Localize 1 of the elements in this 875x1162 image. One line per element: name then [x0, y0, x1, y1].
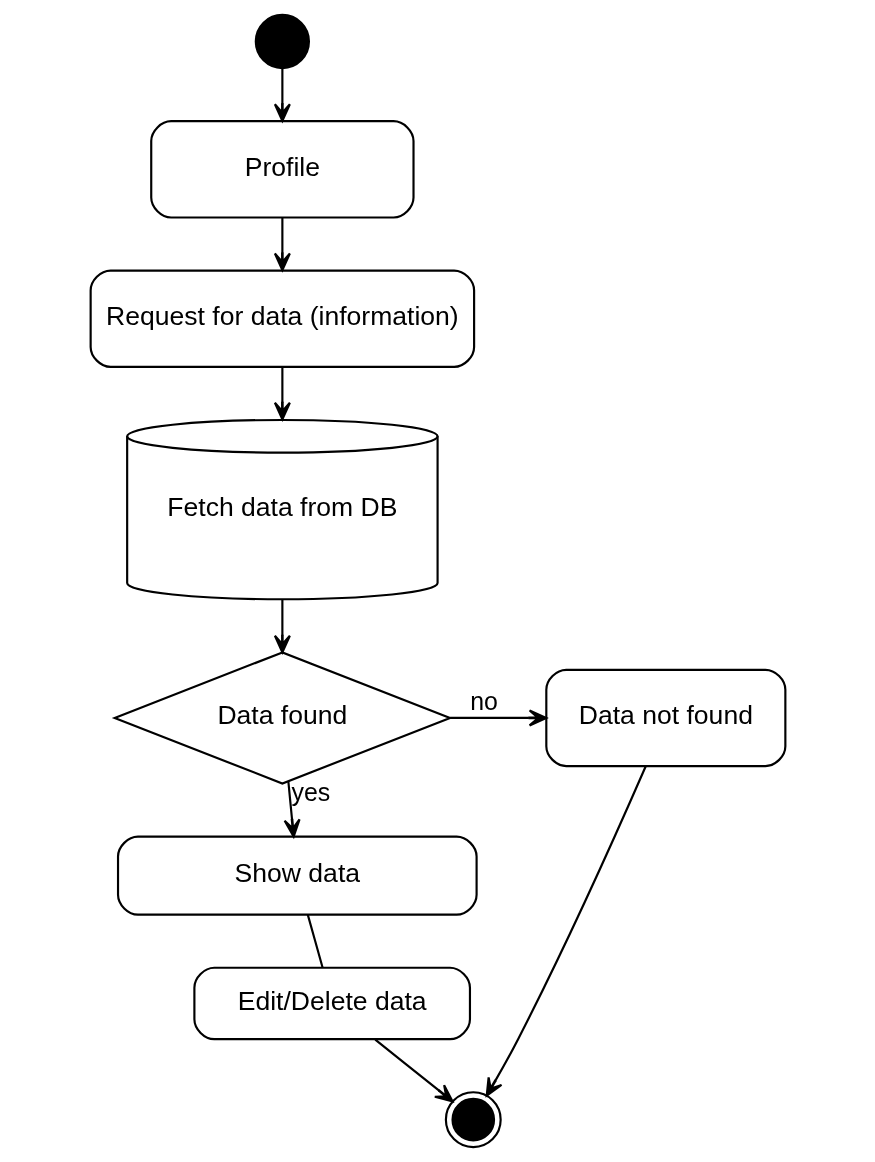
edge-label: no: [469, 686, 498, 715]
